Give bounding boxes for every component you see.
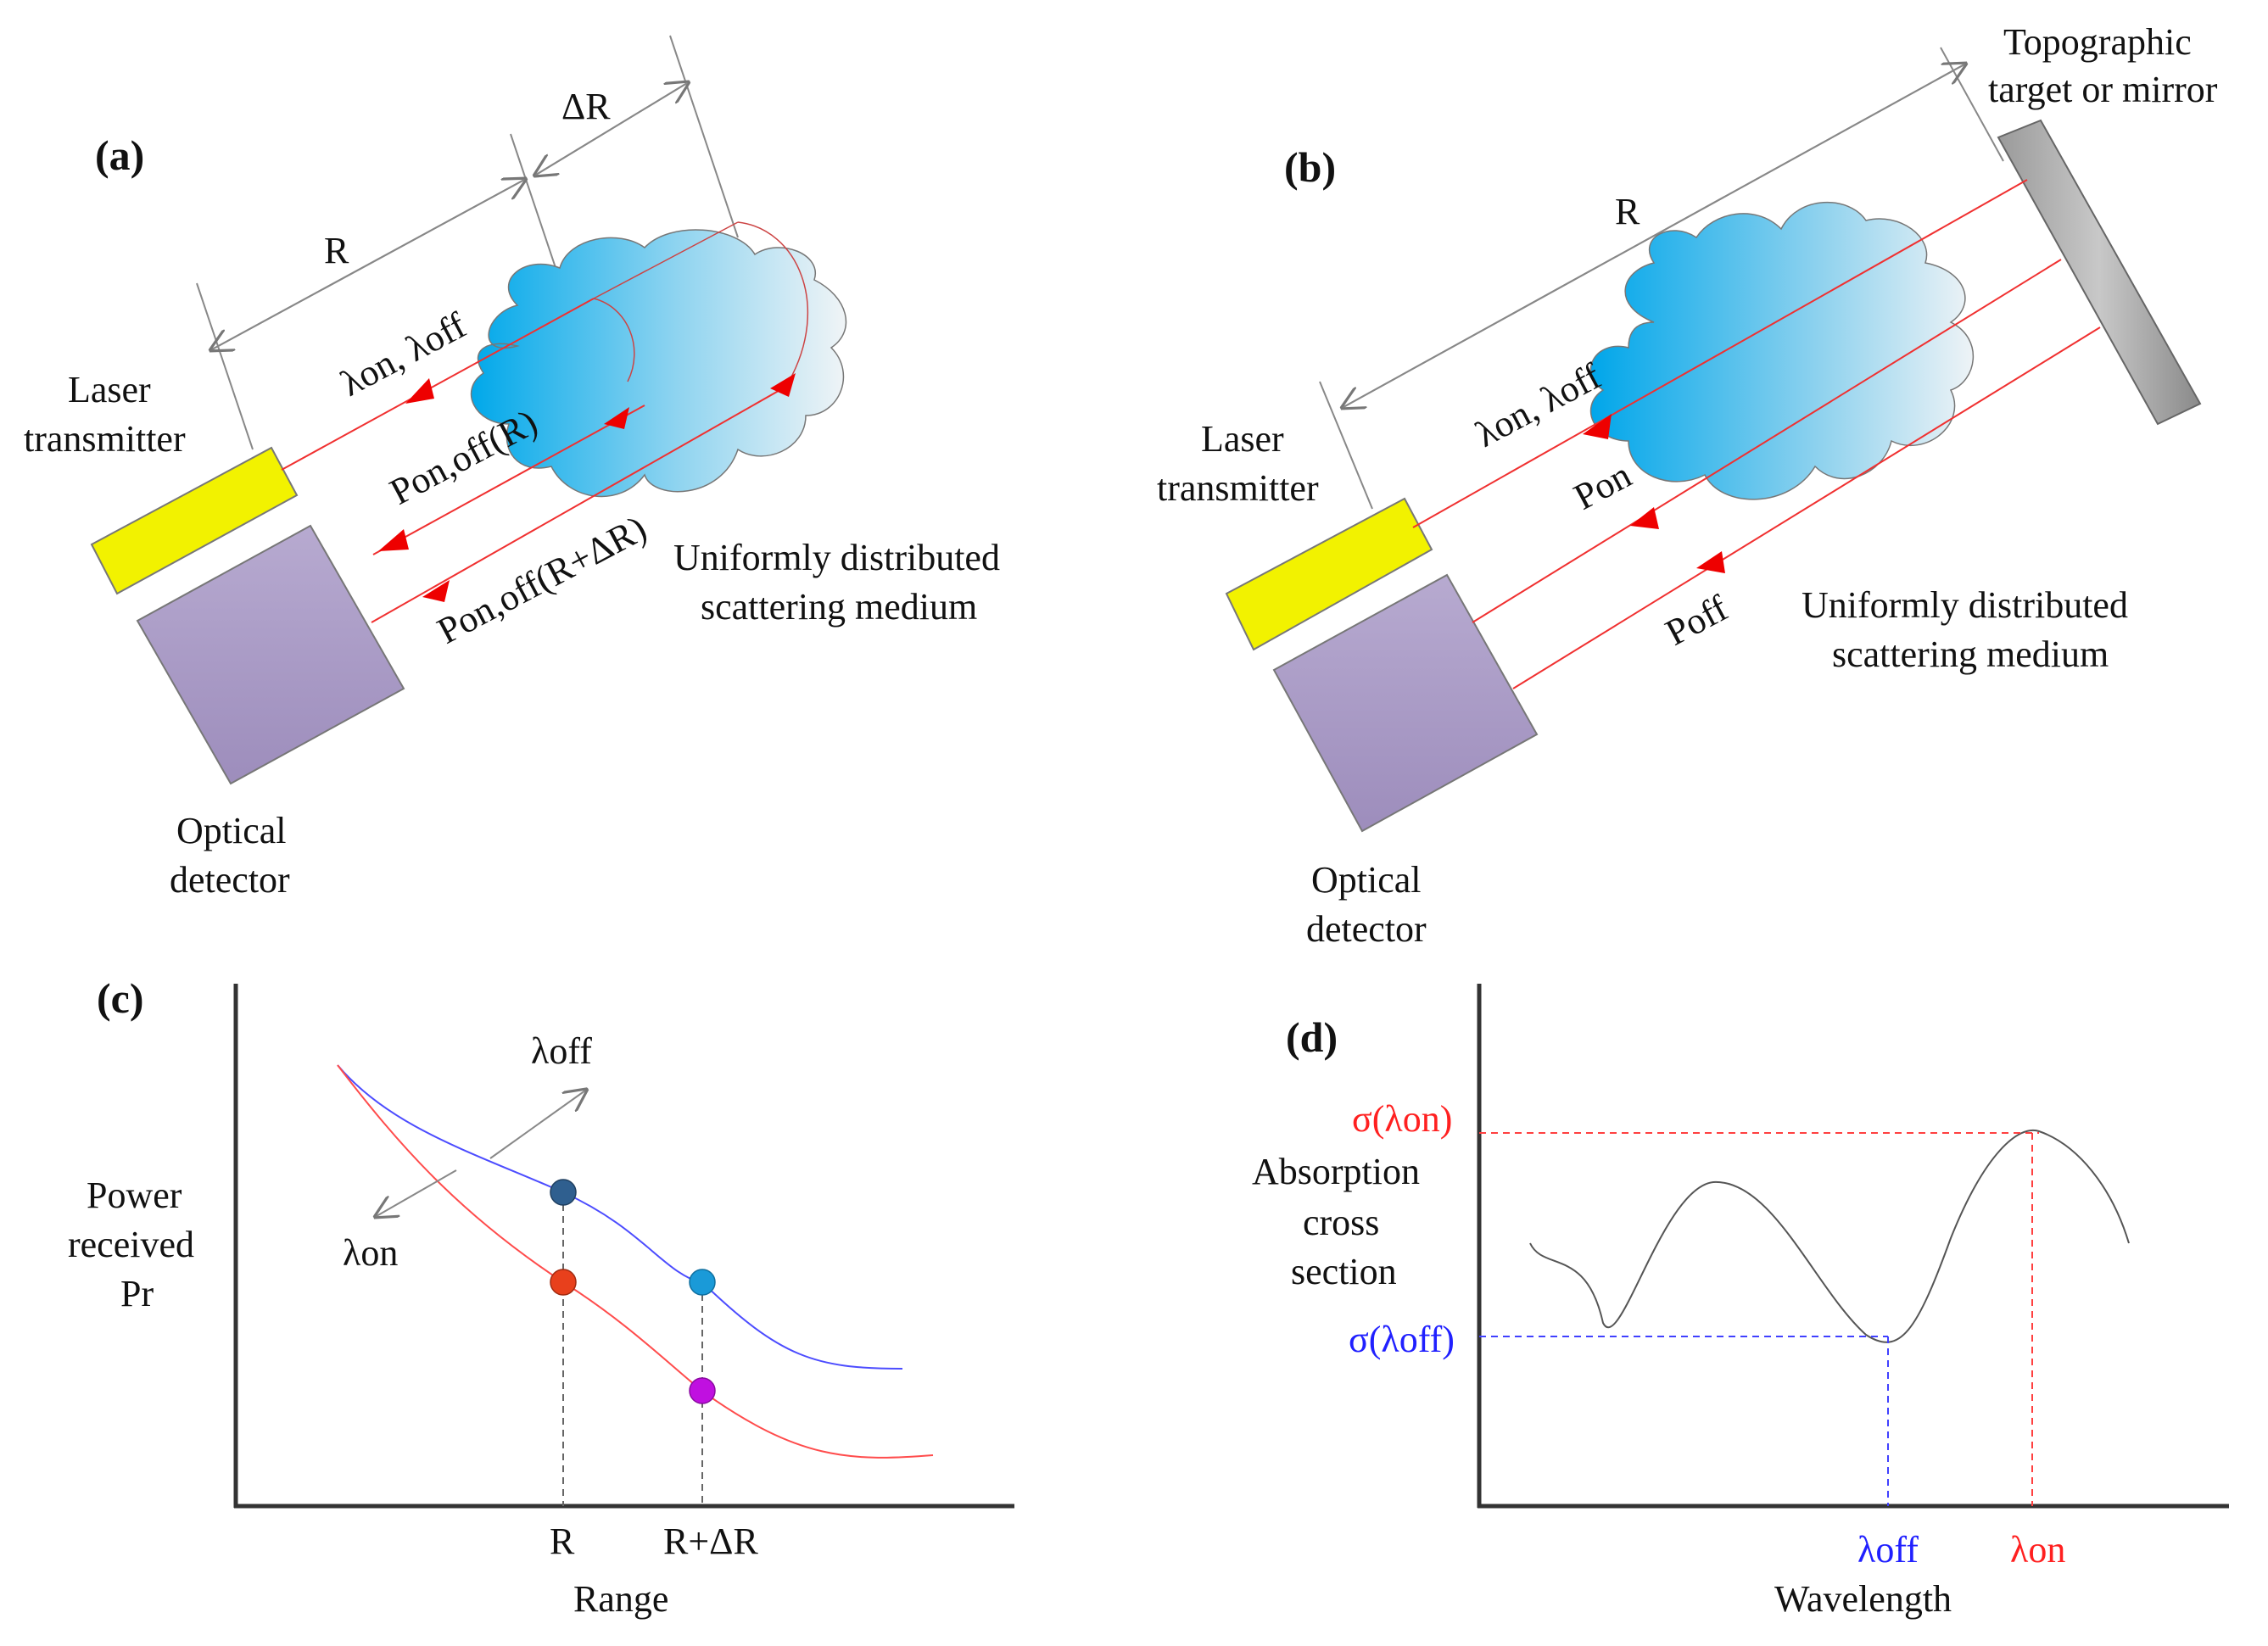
- detector-label-line1: Optical: [176, 810, 287, 851]
- laser-label-line1: Laser: [68, 369, 151, 410]
- ylabel-line2: received: [68, 1224, 194, 1265]
- delta-label: ΔR: [561, 86, 611, 127]
- lambda-off-label: λoff: [1857, 1529, 1919, 1571]
- point-on-r: [550, 1269, 577, 1296]
- ylabel-line1: Power: [87, 1175, 182, 1216]
- return-beam-rdr: [371, 384, 790, 623]
- beam-arrow: [405, 378, 434, 404]
- return-arrow: [1696, 551, 1725, 573]
- extension-line: [1319, 381, 1373, 510]
- return-arrow: [422, 580, 450, 602]
- return-beam-r: [372, 405, 645, 555]
- medium-label-line2: scattering medium: [1832, 633, 2109, 675]
- series-line-on: [337, 1064, 934, 1459]
- outgoing-beam: [1412, 179, 2028, 528]
- point-on-rdr: [689, 1377, 716, 1404]
- point-off-rdr: [689, 1269, 716, 1296]
- extension-line: [669, 35, 739, 238]
- panel-a: (a) R ΔR Laser transmitter Optical d: [24, 35, 1000, 901]
- scattering-cloud: [470, 229, 847, 498]
- sigma-on-label: σ(λon): [1352, 1098, 1452, 1140]
- medium-label-line1: Uniformly distributed: [1802, 584, 2128, 626]
- beam-label: λon, λoff: [334, 304, 473, 405]
- extension-line: [196, 282, 254, 450]
- laser-label-line2: transmitter: [1157, 467, 1319, 509]
- detector-label-line2: detector: [1306, 908, 1427, 950]
- point-off-r: [550, 1179, 577, 1206]
- panel-d: (d) Absorption cross section Wavelength …: [1252, 984, 2229, 1620]
- return-arrow: [1630, 507, 1659, 529]
- on-direction-arrow: [377, 1169, 457, 1216]
- target-label-line2: target or mirror: [1988, 69, 2218, 110]
- optical-detector: [136, 524, 405, 785]
- range-label: R: [1615, 191, 1640, 232]
- laser-transmitter: [1225, 497, 1433, 651]
- panel-c: (c) Power received Pr Range R R+ΔR λoff …: [68, 974, 1014, 1620]
- xtick-rdr: R+ΔR: [663, 1520, 758, 1562]
- absorption-curve: [1529, 1129, 2130, 1343]
- xlabel: Range: [573, 1578, 668, 1620]
- return-rdr-label: Pon,off(R+ΔR): [431, 507, 653, 652]
- range-slice: [737, 221, 809, 382]
- off-direction-arrow: [489, 1091, 585, 1159]
- lambda-on-label: λon: [2010, 1529, 2065, 1571]
- detector-label-line2: detector: [170, 859, 290, 901]
- beam-label: λon, λoff: [1469, 355, 1608, 455]
- laser-label-line1: Laser: [1201, 418, 1284, 460]
- range-slice: [593, 298, 635, 382]
- panel-b: (b) Topographic target or mirror R Laser…: [1157, 21, 2218, 950]
- ylabel-line3: Pr: [120, 1273, 154, 1314]
- medium-label-line2: scattering medium: [701, 586, 977, 628]
- panel-d-tag: (d): [1286, 1013, 1338, 1061]
- scattering-cloud: [1589, 202, 1974, 500]
- p-off-label: Poff: [1659, 587, 1735, 654]
- xtick-r: R: [550, 1520, 575, 1562]
- range-label: R: [324, 230, 349, 271]
- p-on-label: Pon: [1567, 454, 1638, 517]
- ylabel-line1: Absorption: [1252, 1151, 1420, 1192]
- laser-transmitter: [90, 446, 299, 595]
- panel-b-tag: (b): [1284, 143, 1336, 191]
- xlabel: Wavelength: [1774, 1578, 1952, 1620]
- medium-label-line1: Uniformly distributed: [673, 537, 1000, 578]
- outgoing-beam: [281, 298, 595, 471]
- sigma-off-label: σ(λoff): [1349, 1319, 1455, 1360]
- return-arrow: [378, 529, 409, 551]
- beam-arrow: [1583, 414, 1612, 439]
- ylabel-line3: section: [1291, 1251, 1397, 1292]
- optical-detector: [1272, 573, 1539, 833]
- series-label-on: λon: [343, 1232, 398, 1274]
- return-beam-on: [1472, 259, 2062, 623]
- laser-label-line2: transmitter: [24, 418, 186, 460]
- return-beam-off: [1512, 326, 2101, 689]
- series-label-off: λoff: [531, 1030, 592, 1072]
- ylabel-line2: cross: [1303, 1202, 1379, 1243]
- topographic-target: [1997, 119, 2202, 426]
- detector-label-line1: Optical: [1311, 859, 1422, 901]
- series-line-off: [337, 1064, 903, 1370]
- panel-c-tag: (c): [97, 974, 144, 1022]
- target-label-line1: Topographic: [2003, 21, 2192, 63]
- panel-a-tag: (a): [95, 131, 144, 179]
